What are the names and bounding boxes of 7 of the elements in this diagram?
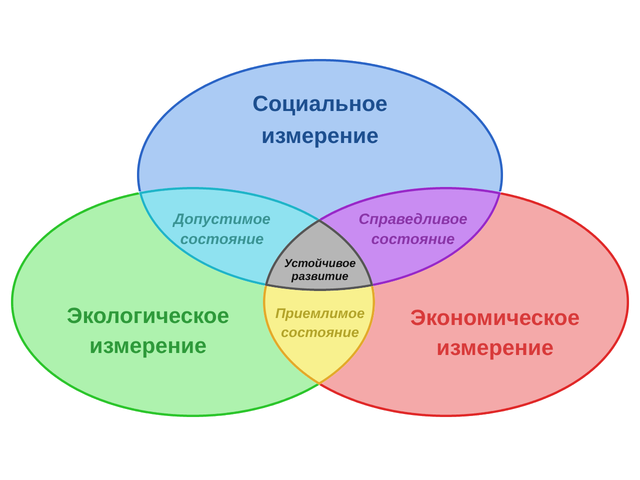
region-label: Социальное измерение — [252, 90, 388, 150]
region-label: Допустимое состояние — [174, 210, 270, 250]
region-label: Устойчивое развитие — [284, 258, 356, 284]
region-label: Экологическое измерение — [66, 302, 230, 360]
region-label: Справедливое состояние — [358, 210, 468, 250]
region-label: Приемлимое состояние — [275, 304, 365, 342]
region-label: Экономическое измерение — [410, 304, 580, 362]
